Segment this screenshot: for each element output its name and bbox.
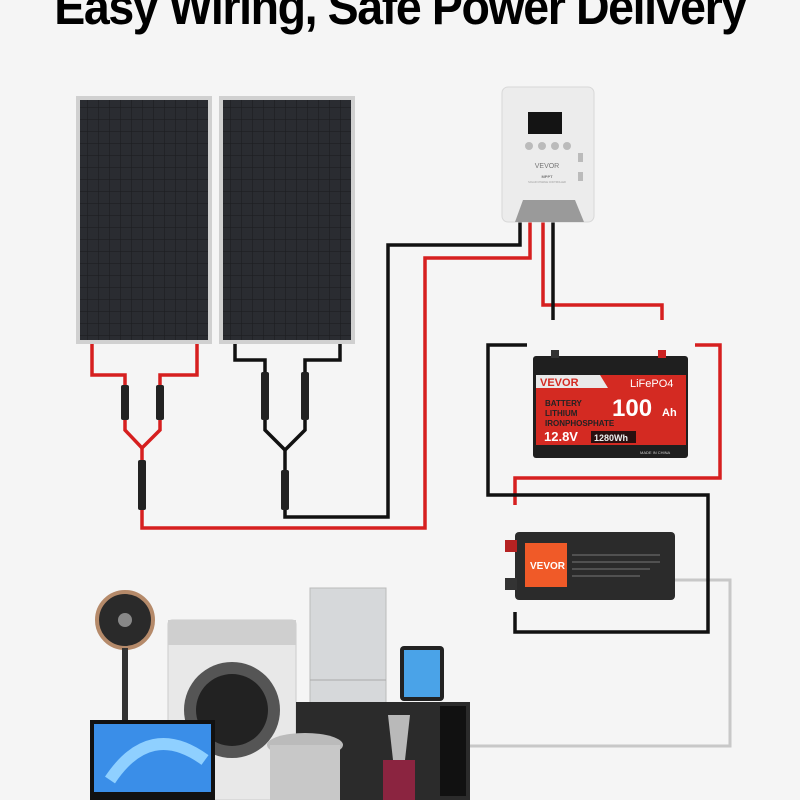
battery-voltage: 12.8V bbox=[544, 429, 578, 444]
battery: VEVOR LiFePO4 BATTERY LITHIUM IRONPHOSPH… bbox=[533, 350, 688, 458]
battery-brand: VEVOR bbox=[540, 377, 579, 389]
battery-origin: MADE IN CHINA bbox=[640, 450, 671, 455]
tablet bbox=[400, 646, 444, 701]
controller-display bbox=[528, 112, 562, 134]
battery-label-3: IRONPHOSPHATE bbox=[545, 419, 615, 428]
refrigerator bbox=[309, 587, 387, 704]
battery-chemistry: LiFePO4 bbox=[630, 378, 673, 390]
blender bbox=[383, 715, 415, 800]
page-title: Easy Wiring, Safe Power Delivery bbox=[54, 0, 747, 35]
pressure-cooker bbox=[267, 733, 343, 800]
controller-brand: VEVOR bbox=[535, 163, 560, 170]
battery-capacity-unit: Ah bbox=[662, 407, 677, 419]
solar-panel-left bbox=[76, 96, 212, 344]
inverter-brand: VEVOR bbox=[530, 561, 566, 572]
battery-capacity: 100 bbox=[612, 395, 652, 422]
battery-energy: 1280Wh bbox=[594, 433, 628, 443]
power-inverter: VEVOR bbox=[505, 532, 675, 600]
mc4-connectors bbox=[121, 372, 309, 510]
ac-output-wire bbox=[470, 578, 732, 748]
charge-controller: VEVOR MPPT SOLAR CHARGE CONTROLLER bbox=[501, 86, 595, 223]
appliances bbox=[90, 587, 470, 800]
battery-label-1: BATTERY bbox=[545, 399, 583, 408]
controller-model: MPPT bbox=[541, 174, 553, 179]
battery-label-2: LITHIUM bbox=[545, 409, 578, 418]
laptop bbox=[90, 720, 215, 800]
standing-fan bbox=[95, 590, 155, 728]
positive-wires bbox=[90, 222, 722, 530]
washing-machine bbox=[167, 619, 297, 800]
controller-subtitle: SOLAR CHARGE CONTROLLER bbox=[528, 181, 566, 184]
solar-panel-right bbox=[219, 96, 355, 344]
negative-wires bbox=[233, 222, 710, 634]
